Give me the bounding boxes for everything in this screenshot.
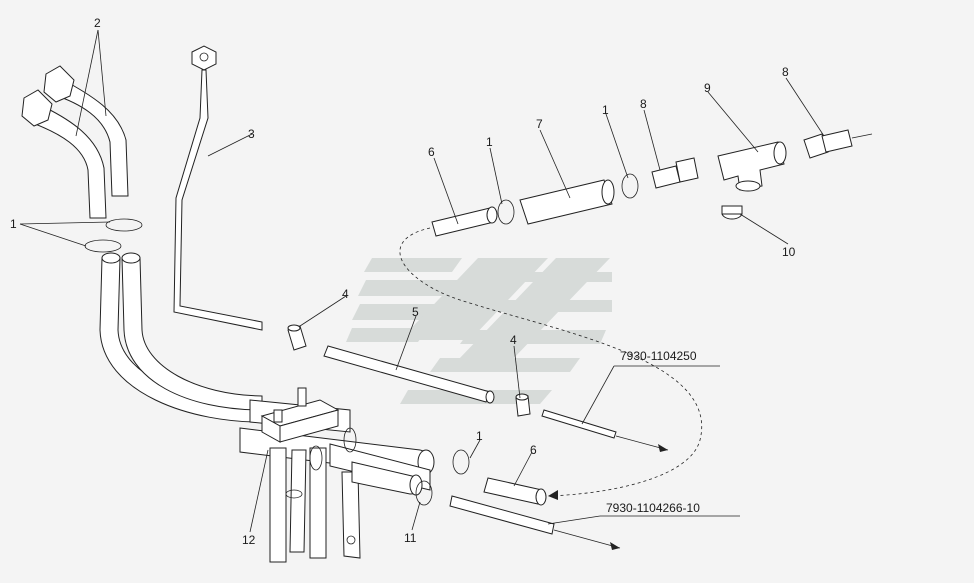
label-1-right: 1: [602, 103, 609, 117]
part-1-clamps: [452, 173, 639, 475]
label-5: 5: [412, 305, 419, 319]
label-10: 10: [782, 245, 796, 259]
reference-label-b: 7930-1104266-10: [606, 501, 700, 515]
dashed-routing-path: [399, 227, 703, 497]
part-11-clamp: [415, 480, 433, 506]
label-1-bottom: 1: [476, 429, 483, 443]
label-6-bottom: 6: [530, 443, 537, 457]
reference-tube-b: [449, 495, 621, 550]
label-9: 9: [704, 81, 711, 95]
dashed-routing-arrow: [548, 490, 558, 500]
part-4-ferrules: [287, 324, 531, 417]
label-1-left: 1: [10, 217, 17, 231]
label-3: 3: [248, 127, 255, 141]
long-hoses-to-manifold: [99, 252, 269, 423]
reference-tube-a: [541, 409, 669, 452]
label-12: 12: [242, 533, 256, 547]
label-2: 2: [94, 16, 101, 30]
part-9-tee: [717, 141, 787, 192]
part-6-short-tubes: [431, 206, 547, 506]
reference-label-a: 7930-1104250: [620, 349, 697, 363]
label-6-top: 6: [428, 145, 435, 159]
part-labels: 2 1 3 4 5 4 6 1 7 1 8 9 8 10 1 6 11 12 7…: [10, 16, 796, 547]
part-2-bent-hoses: [21, 65, 129, 219]
part-7-big-tube: [519, 179, 615, 225]
label-4-left: 4: [342, 287, 349, 301]
label-8-right: 8: [782, 65, 789, 79]
label-7: 7: [536, 117, 543, 131]
part-1-clamps-left: [84, 218, 143, 253]
part-5-long-tube: [323, 345, 495, 404]
label-1-top: 1: [486, 135, 493, 149]
label-11: 11: [404, 531, 417, 545]
part-3-rod: [173, 45, 263, 331]
label-8-left: 8: [640, 97, 647, 111]
part-10-plug: [721, 205, 743, 220]
label-4-mid: 4: [510, 333, 517, 347]
leader-lines: [19, 29, 825, 533]
part-8-fittings: [651, 129, 873, 189]
part-12-manifold: [239, 387, 435, 563]
watermark-logo: [346, 258, 612, 404]
